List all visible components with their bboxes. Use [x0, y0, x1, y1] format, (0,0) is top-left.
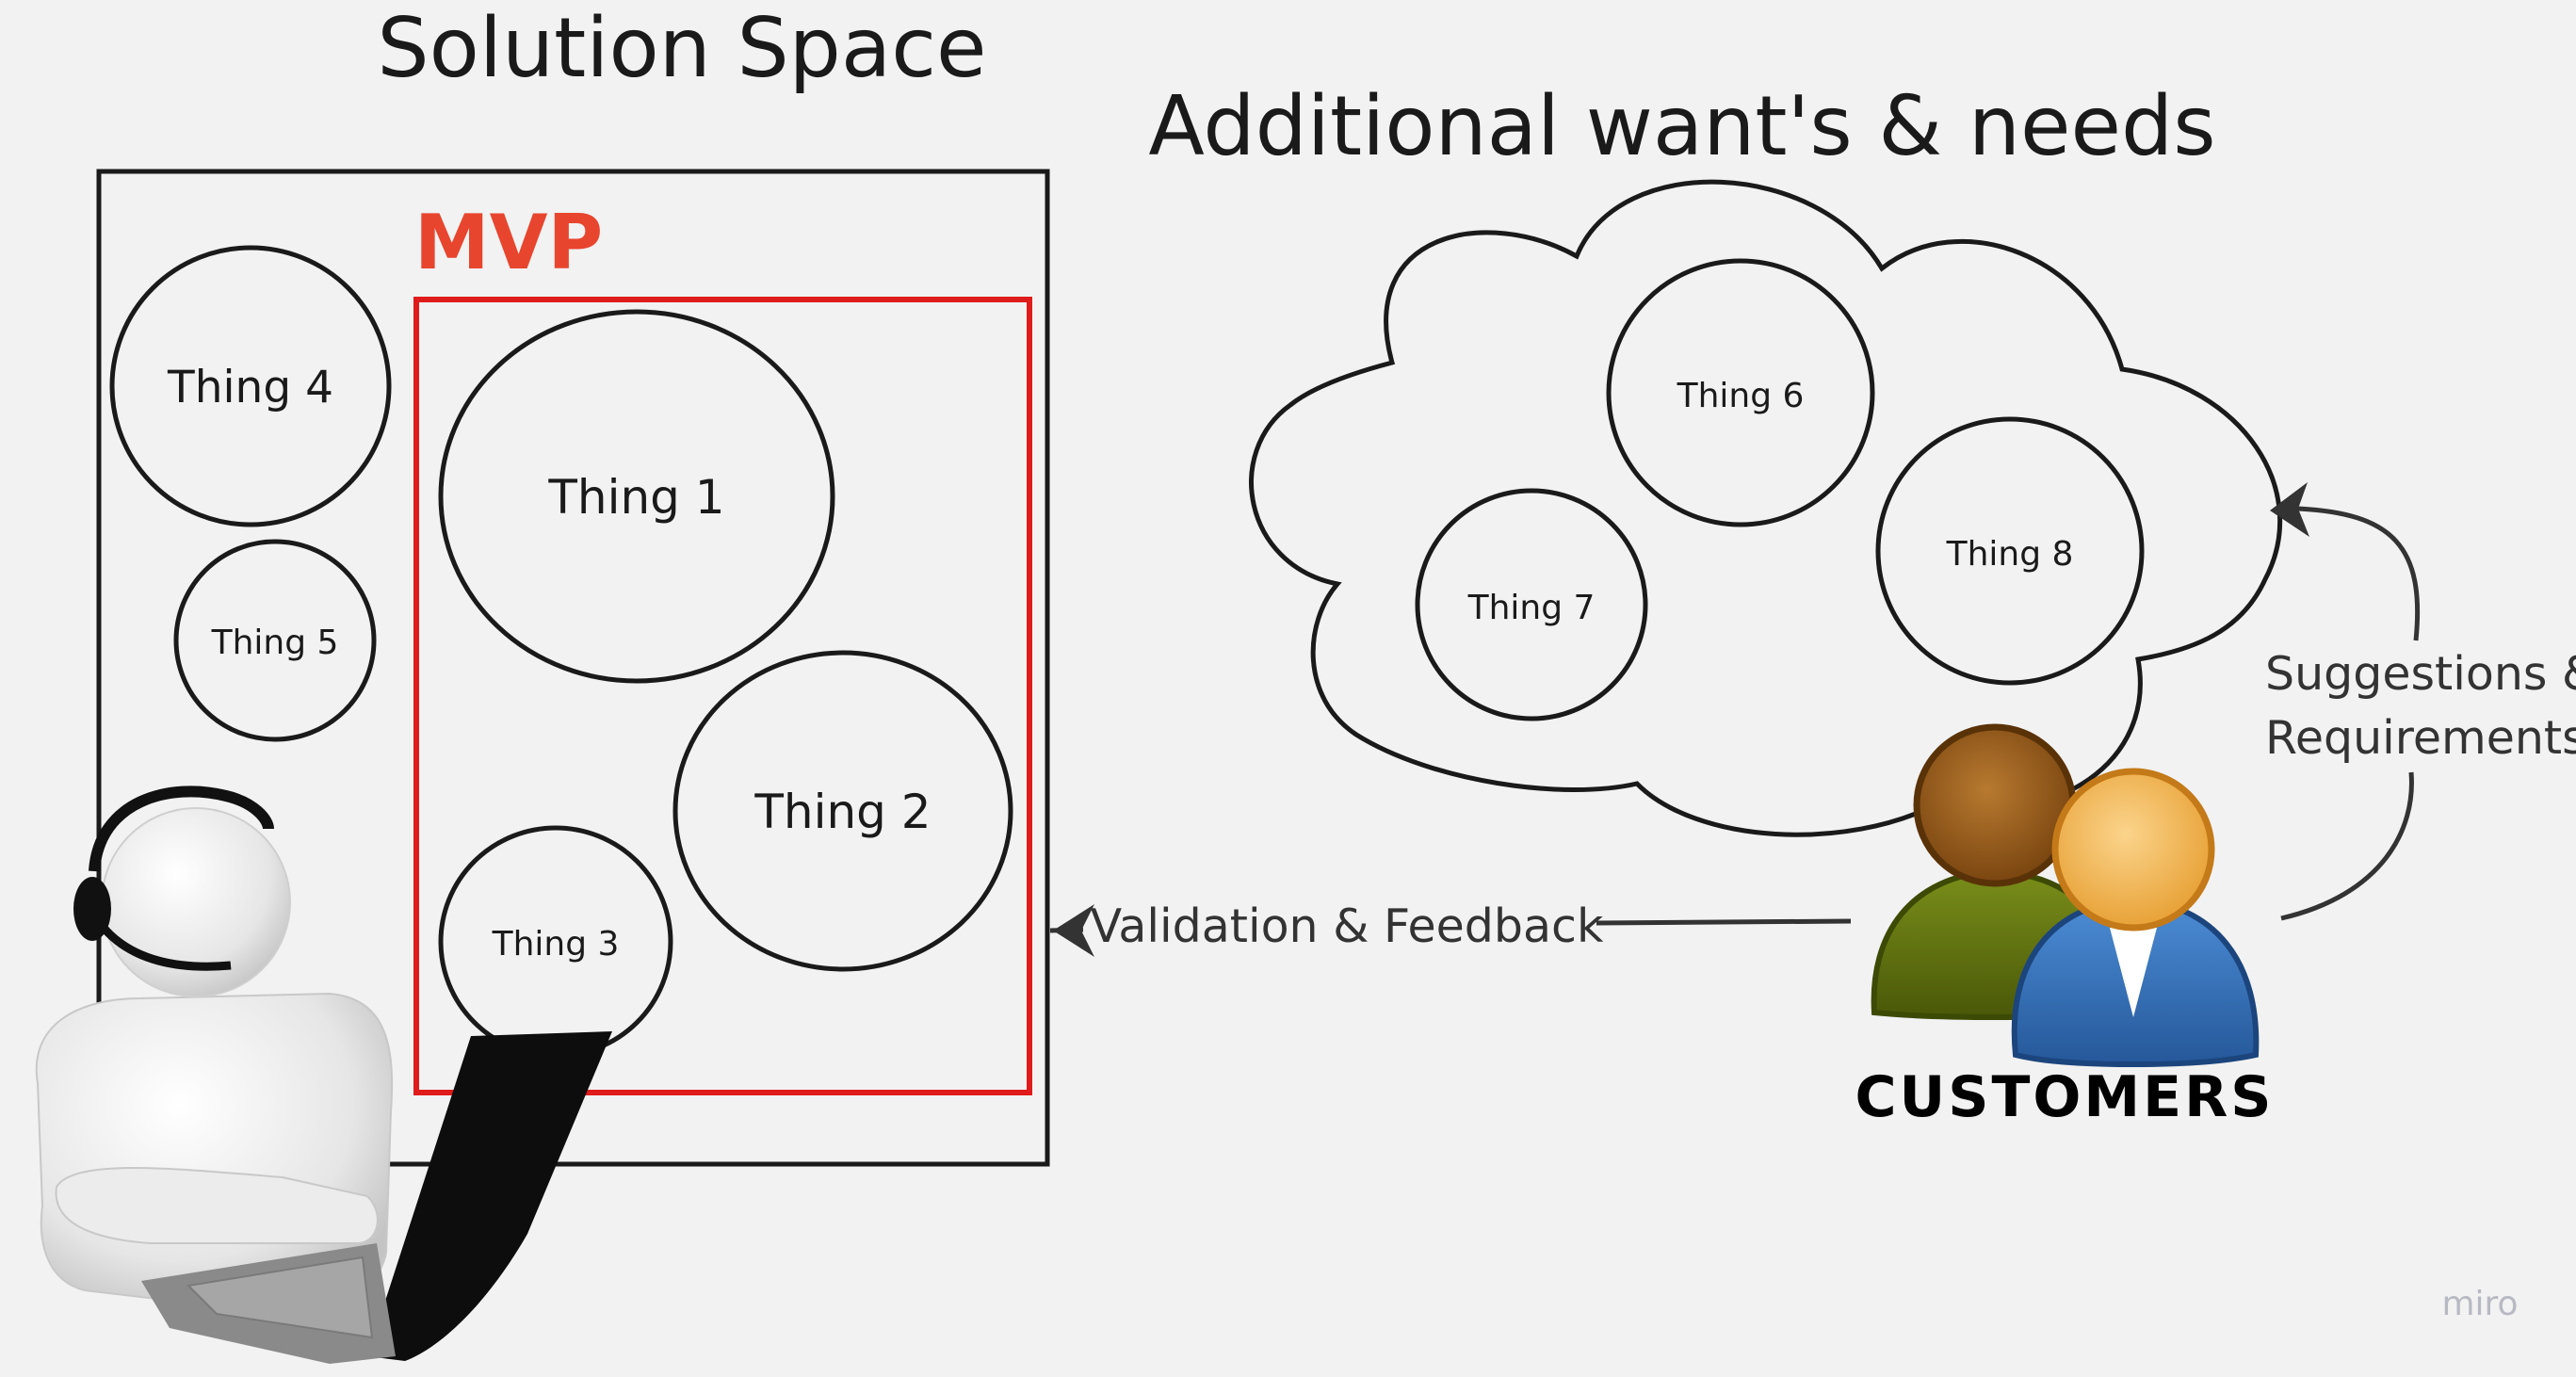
- suggestions-label-line1: Suggestions &: [2265, 647, 2576, 701]
- mvp-label: MVP: [414, 199, 603, 286]
- laptop-keyboard: [186, 1256, 374, 1339]
- thing-1-node[interactable]: Thing 1: [438, 309, 835, 684]
- customer-front-head: [2051, 768, 2215, 932]
- thing-7-label: Thing 7: [1467, 589, 1596, 627]
- thing-7-node[interactable]: Thing 7: [1415, 488, 1648, 721]
- suggestions-arrow[interactable]: Suggestions & Requirements: [2265, 482, 2576, 921]
- thing-3-node[interactable]: Thing 3: [438, 825, 673, 1059]
- suggestions-label-line2: Requirements: [2265, 711, 2576, 765]
- thing-2-label: Thing 2: [753, 785, 931, 839]
- feedback-arrowhead-icon: [1053, 904, 1094, 957]
- thing-8-node[interactable]: Thing 8: [1875, 416, 2145, 686]
- thing-8-label: Thing 8: [1946, 535, 2074, 574]
- developer-arm: [55, 1167, 379, 1244]
- customers-label: CUSTOMERS: [1855, 1064, 2274, 1130]
- headset-mic: [100, 924, 232, 971]
- thing-5-node[interactable]: Thing 5: [173, 539, 377, 742]
- laptop-screen: [367, 1031, 612, 1361]
- mvp-frame[interactable]: [413, 297, 1032, 1095]
- customer-front-collar: [2110, 928, 2157, 1017]
- thing-4-node[interactable]: Thing 4: [109, 245, 392, 527]
- thing-4-label: Thing 4: [167, 362, 333, 413]
- feedback-arrow[interactable]: Validation & Feedback: [1049, 899, 1852, 957]
- customer-back-head: [1913, 723, 2077, 887]
- suggestions-arrowhead-icon: [2270, 482, 2309, 537]
- developer-with-headset-and-laptop-icon: [35, 786, 612, 1364]
- thing-2-node[interactable]: Thing 2: [672, 650, 1013, 972]
- miro-watermark: miro: [2441, 1285, 2518, 1323]
- feedback-label: Validation & Feedback: [1091, 899, 1604, 953]
- thing-1-label: Thing 1: [547, 470, 724, 525]
- thing-6-node[interactable]: Thing 6: [1606, 258, 1875, 527]
- headset-earpiece: [73, 877, 111, 941]
- needs-cloud-shape[interactable]: [1249, 179, 2283, 837]
- thing-3-label: Thing 3: [492, 925, 620, 964]
- thing-5-label: Thing 5: [211, 624, 339, 662]
- solution-space-frame[interactable]: [96, 169, 1050, 1167]
- additional-needs-title: Additional want's & needs: [1148, 78, 2215, 174]
- solution-space-title: Solution Space: [377, 0, 986, 96]
- headset-band: [89, 786, 274, 872]
- thing-6-label: Thing 6: [1677, 377, 1805, 415]
- customers-group-icon: [1871, 723, 2260, 1068]
